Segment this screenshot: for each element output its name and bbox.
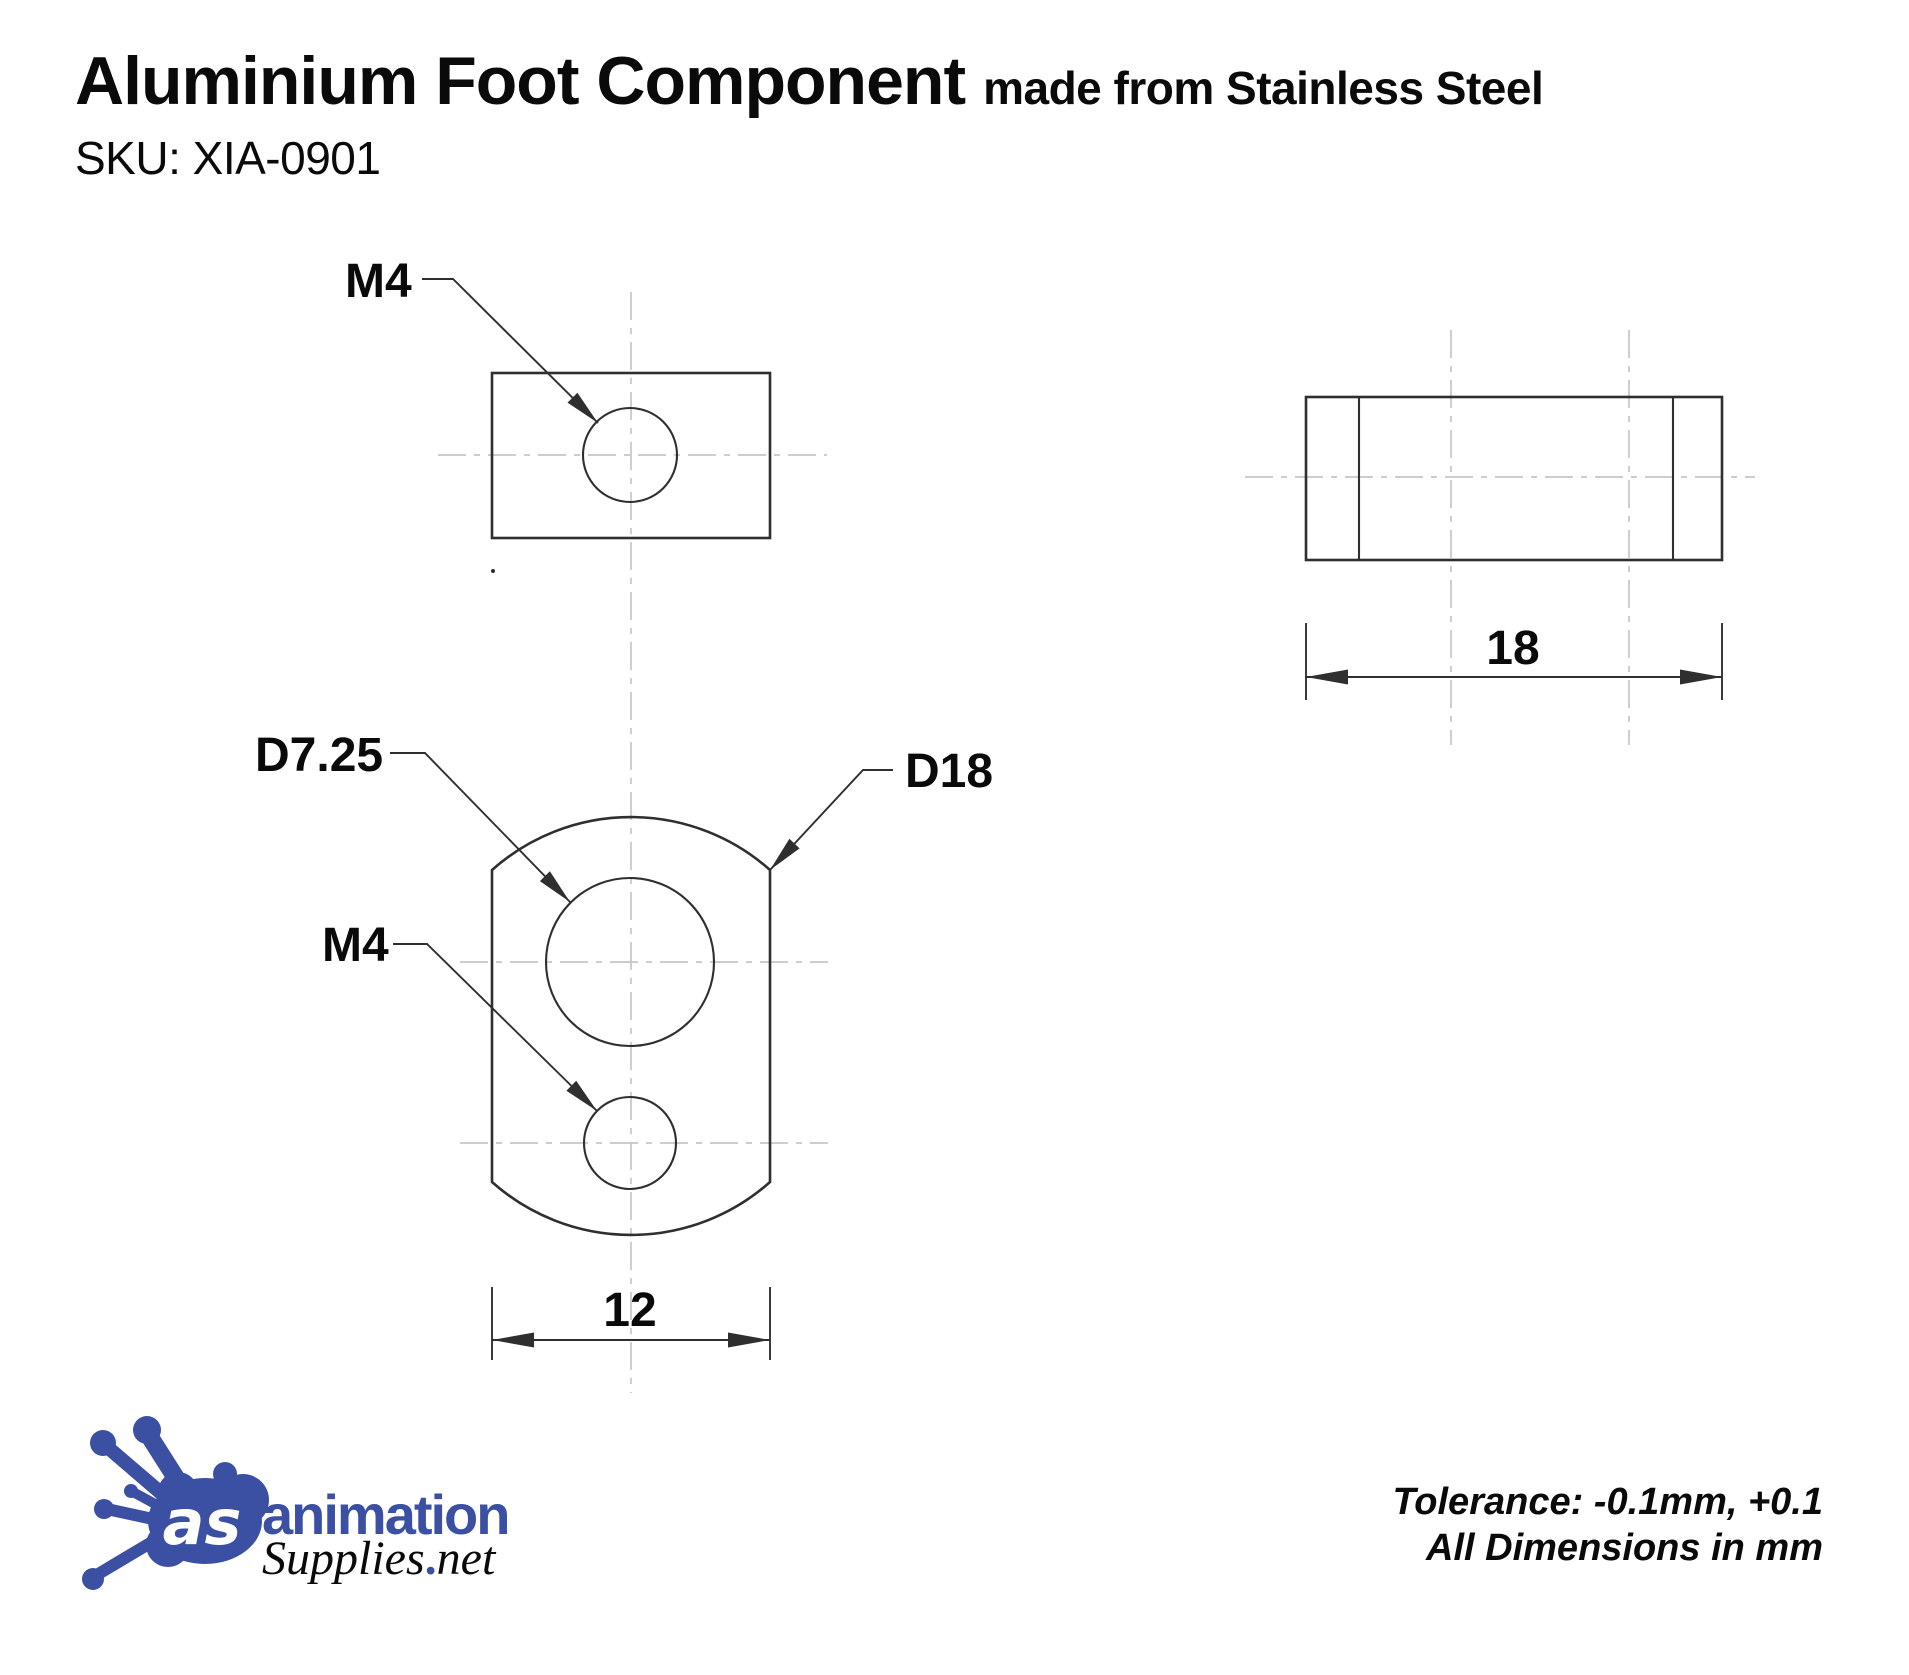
dimension-arrowhead-left (1306, 669, 1348, 685)
front-view: D7.25 D18 M4 12 (255, 729, 993, 1360)
front-view-bore-label: D7.25 (255, 729, 383, 782)
front-view-outline (490, 815, 772, 1237)
front-view-bore-callout: D7.25 (255, 729, 571, 903)
top-view: M4 (345, 255, 827, 1393)
tolerance-line: Tolerance: -0.1mm, +0.1 (1392, 1481, 1823, 1523)
front-view-thread-label: M4 (322, 919, 389, 972)
leader-arrowhead (566, 1080, 597, 1111)
logo-monogram: as (163, 1486, 242, 1559)
leader-line (390, 752, 571, 903)
dimension-arrowhead-right (728, 1332, 770, 1348)
logo-word-supplies-net: Supplies.net (262, 1532, 497, 1585)
top-view-outline (490, 371, 772, 540)
sku-label: SKU: XIA-0901 (75, 132, 381, 185)
front-view-width-dimension: 12 (491, 1284, 771, 1360)
dimension-arrowhead-right (1680, 669, 1722, 685)
page-title: Aluminium Foot Component (75, 43, 966, 119)
company-logo: as animation Supplies.net (82, 1416, 510, 1590)
top-view-thread-callout: M4 (345, 255, 599, 424)
side-view-width-value: 18 (1486, 622, 1539, 675)
top-view-thread-hole (581, 406, 679, 504)
logo-dot: . (425, 1532, 437, 1585)
leader-arrowhead (770, 838, 800, 870)
leader-arrowhead (567, 392, 598, 423)
front-view-thread-callout: M4 (322, 919, 598, 1112)
tolerance-notes: Tolerance: -0.1mm, +0.1 All Dimensions i… (1392, 1480, 1823, 1571)
leader-arrowhead (539, 871, 570, 902)
leader-line (393, 943, 598, 1112)
front-view-thread-hole (582, 1095, 678, 1191)
units-line: All Dimensions in mm (1426, 1526, 1823, 1569)
logo-word-supplies: Supplies (262, 1532, 425, 1585)
title-block: Aluminium Foot Component made from Stain… (75, 43, 1544, 185)
logo-word-net: net (437, 1532, 497, 1585)
front-view-outline-label: D18 (905, 745, 993, 798)
dimension-arrowhead-left (492, 1332, 534, 1348)
page-subtitle: made from Stainless Steel (983, 62, 1544, 114)
front-view-outline-callout: D18 (769, 745, 993, 871)
leader-line (769, 769, 893, 871)
ink-splat-icon: as (82, 1416, 269, 1590)
front-view-bore-hole (544, 876, 716, 1048)
logo-word-animation: animation (262, 1483, 508, 1546)
stray-dot (491, 569, 495, 573)
front-view-width-value: 12 (603, 1284, 656, 1337)
top-view-thread-label: M4 (345, 255, 412, 308)
leader-line (422, 278, 599, 424)
side-view-width-dimension: 18 (1305, 622, 1723, 700)
side-view: 18 (1245, 330, 1755, 745)
side-view-outline (1304, 395, 1724, 562)
